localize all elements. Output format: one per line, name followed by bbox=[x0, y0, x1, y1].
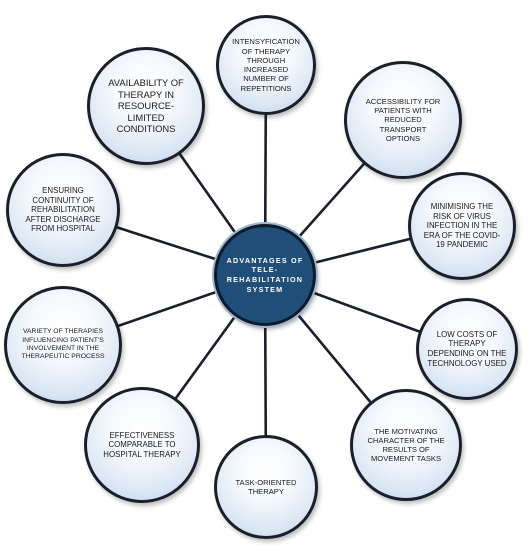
node-label: VARIETY OF THERAPIES INFLUENCING PATIENT… bbox=[21, 328, 105, 361]
node-label: THE MOTIVATING CHARACTER OF THE RESULTS … bbox=[367, 426, 445, 464]
node-label: ACCESSIBILITY FOR PATIENTS WITH REDUCED … bbox=[365, 96, 441, 143]
node-label: EFFECTIVENESS COMPARABLE TO HOSPITAL THE… bbox=[103, 430, 181, 459]
center-node: ADVANTAGES OF TELE-REHABILITATION SYSTEM bbox=[214, 224, 316, 326]
node-intensification: INTENSYFICATION OF THERAPY THROUGH INCRE… bbox=[216, 15, 316, 115]
node-effectiveness: EFFECTIVENESS COMPARABLE TO HOSPITAL THE… bbox=[84, 387, 200, 503]
center-label: ADVANTAGES OF TELE-REHABILITATION SYSTEM bbox=[226, 255, 304, 294]
node-label: AVAILABILITY OF THERAPY IN RESOURCE-LIMI… bbox=[108, 77, 184, 135]
node-label: TASK-ORIENTED THERAPY bbox=[235, 477, 297, 496]
node-motivating: THE MOTIVATING CHARACTER OF THE RESULTS … bbox=[350, 389, 462, 501]
node-low-costs: LOW COSTS OF THERAPY DEPENDING ON THE TE… bbox=[416, 298, 518, 400]
node-continuity: ENSURING CONTINUITY OF REHABILITATION AF… bbox=[6, 153, 120, 267]
node-label: MINIMISING THE RISK OF VIRUS INFECTION I… bbox=[423, 201, 501, 250]
node-task-oriented: TASK-ORIENTED THERAPY bbox=[214, 435, 318, 539]
node-availability: AVAILABILITY OF THERAPY IN RESOURCE-LIMI… bbox=[87, 47, 205, 165]
node-variety: VARIETY OF THERAPIES INFLUENCING PATIENT… bbox=[4, 286, 122, 404]
node-accessibility: ACCESSIBILITY FOR PATIENTS WITH REDUCED … bbox=[344, 61, 462, 179]
node-label: ENSURING CONTINUITY OF REHABILITATION AF… bbox=[25, 185, 101, 234]
node-virus-risk: MINIMISING THE RISK OF VIRUS INFECTION I… bbox=[408, 172, 516, 280]
node-label: LOW COSTS OF THERAPY DEPENDING ON THE TE… bbox=[427, 329, 507, 368]
node-label: INTENSYFICATION OF THERAPY THROUGH INCRE… bbox=[232, 37, 300, 93]
